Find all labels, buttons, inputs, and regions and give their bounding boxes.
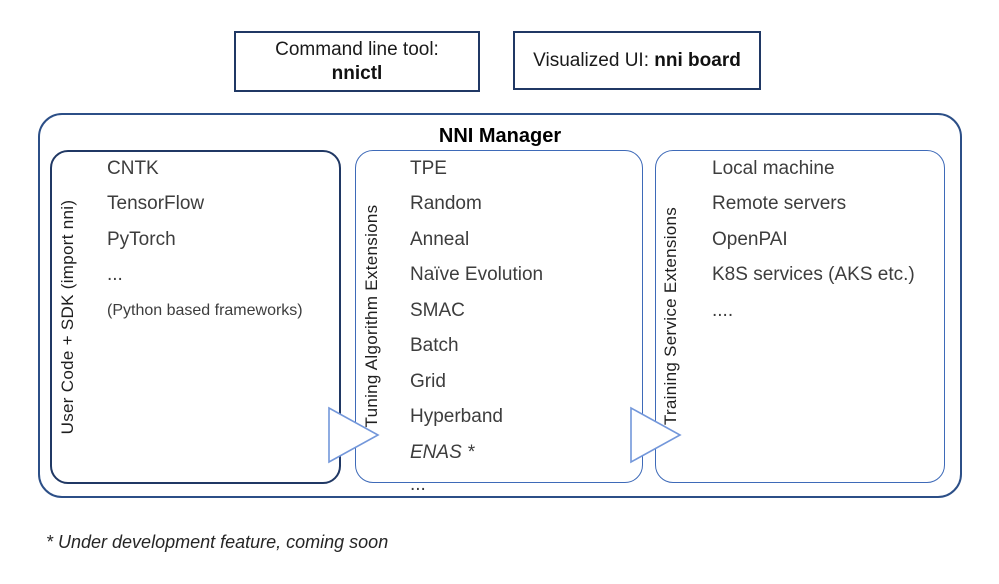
- tuning-algorithm-column-box: [355, 150, 643, 483]
- algorithm-item: Naïve Evolution: [410, 264, 544, 286]
- framework-item: ...: [107, 264, 123, 286]
- framework-note: (Python based frameworks): [107, 301, 303, 319]
- algorithm-item: Anneal: [410, 228, 470, 250]
- command-line-tool-label: Command line tool:: [275, 38, 439, 60]
- training-service-item-list: Local machine Remote servers OpenPAI K8S…: [712, 151, 915, 329]
- user-code-column-box: [50, 150, 341, 484]
- algorithm-item: SMAC: [410, 299, 465, 321]
- visualized-ui-label: Visualized UI:: [533, 49, 655, 71]
- training-service-column-label: Training Service Extensions: [661, 206, 680, 426]
- training-service-column-box: [655, 150, 945, 483]
- tuning-algorithm-item-list: TPE Random Anneal Naïve Evolution SMAC B…: [410, 151, 543, 471]
- user-code-item-list: CNTK TensorFlow PyTorch ... (Python base…: [107, 151, 303, 329]
- tuning-algorithm-column-label: Tuning Algorithm Extensions: [362, 204, 381, 428]
- algorithm-item: Batch: [410, 335, 459, 357]
- tuning-overflow-ellipsis: ...: [410, 474, 426, 495]
- footnote: * Under development feature, coming soon: [46, 532, 389, 552]
- command-line-tool-box: Command line tool: nnictl: [234, 31, 480, 92]
- flow-arrow-icon: [328, 406, 380, 464]
- service-item: ....: [712, 299, 734, 321]
- visualized-ui-value: nni board: [654, 49, 741, 71]
- service-item: Remote servers: [712, 193, 847, 215]
- flow-arrow-icon: [630, 406, 682, 464]
- algorithm-item: Hyperband: [410, 406, 503, 428]
- framework-item: CNTK: [107, 157, 159, 179]
- framework-item: PyTorch: [107, 228, 176, 250]
- framework-item: TensorFlow: [107, 193, 205, 215]
- service-item: K8S services (AKS etc.): [712, 264, 915, 286]
- visualized-ui-box: Visualized UI: nni board: [513, 31, 761, 90]
- command-line-tool-value: nnictl: [331, 62, 383, 84]
- service-item: Local machine: [712, 157, 835, 179]
- user-code-column-label: User Code + SDK (import nni): [58, 199, 77, 435]
- nni-manager-title: NNI Manager: [438, 125, 562, 147]
- algorithm-item: Grid: [410, 370, 446, 392]
- service-item: OpenPAI: [712, 228, 788, 250]
- algorithm-item: TPE: [410, 157, 447, 179]
- algorithm-item-enas: ENAS *: [410, 441, 475, 463]
- algorithm-item: Random: [410, 193, 482, 215]
